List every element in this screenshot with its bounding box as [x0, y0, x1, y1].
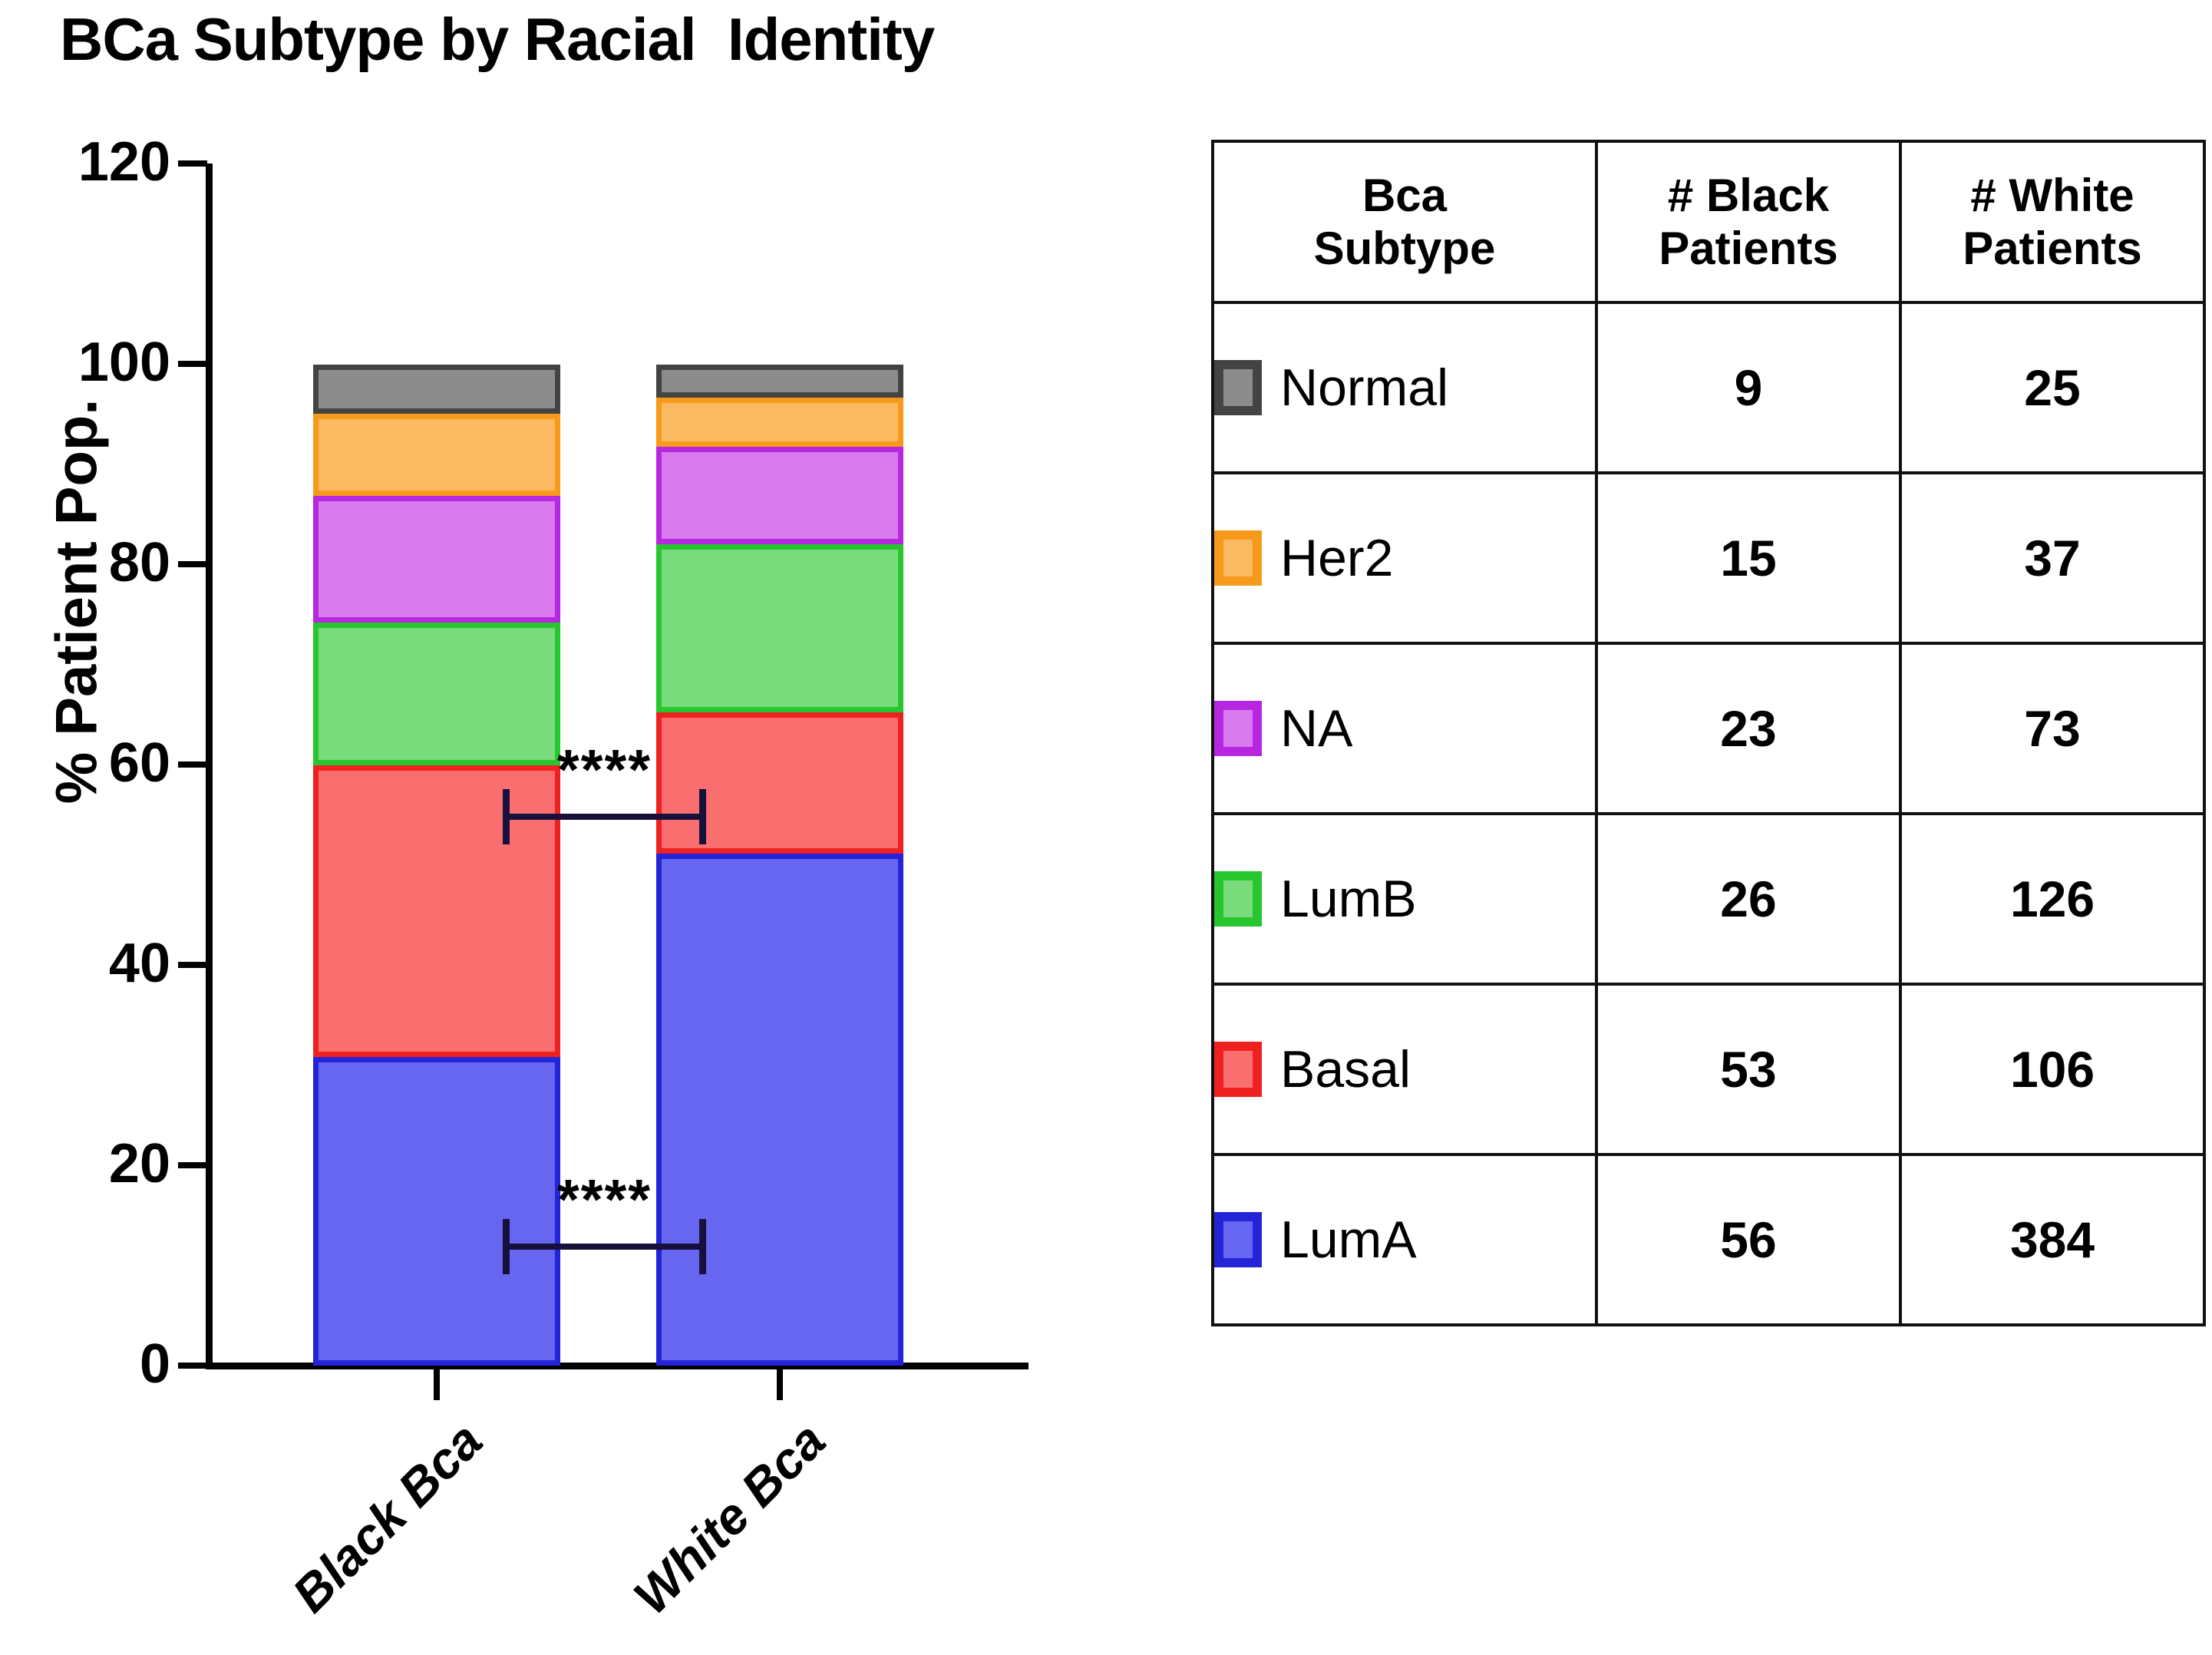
- legend-swatch-lumb-icon: [1214, 871, 1262, 927]
- bar-segment-na: [313, 496, 560, 623]
- cell-white-count: 126: [1899, 812, 2206, 986]
- y-tick-100: [178, 361, 207, 367]
- cell-subtype: LumA: [1211, 1153, 1598, 1326]
- cell-black-count: 23: [1595, 642, 1902, 815]
- bar-segment-lumb: [656, 543, 903, 713]
- y-axis-tick-labels: 0 20 40 60 80 100 120: [0, 0, 170, 1655]
- header-subtype-line1: Bca: [1362, 170, 1448, 221]
- header-white-patients: # White Patients: [1899, 140, 2206, 304]
- bar-segment-luma: [656, 854, 903, 1366]
- y-tick-label-80: 80: [108, 532, 170, 593]
- page-title: BCa Subtype by Racial Identity: [60, 5, 935, 73]
- bar-segment-lumb: [313, 622, 560, 766]
- y-tick-0: [178, 1363, 207, 1369]
- cell-white-count: 106: [1899, 983, 2206, 1156]
- y-tick-label-60: 60: [108, 732, 170, 794]
- legend-swatch-na-icon: [1214, 701, 1262, 756]
- cell-black-count: 56: [1595, 1153, 1902, 1326]
- bar-black-bca: [313, 0, 560, 1655]
- subtype-label: Normal: [1280, 358, 1449, 417]
- legend-swatch-luma-icon: [1214, 1212, 1262, 1267]
- subtype-label: Her2: [1280, 529, 1394, 587]
- header-black-line2: Patients: [1659, 223, 1838, 274]
- header-white-line1: # White: [1970, 170, 2134, 221]
- y-axis-line: [206, 164, 213, 1369]
- cell-subtype: LumB: [1211, 812, 1598, 986]
- header-white-line2: Patients: [1963, 223, 2142, 274]
- cell-white-count: 73: [1899, 642, 2206, 815]
- y-tick-120: [178, 160, 207, 167]
- bar-white-bca: [656, 0, 903, 1655]
- bar-segment-normal: [313, 365, 560, 415]
- cell-white-count: 25: [1899, 301, 2206, 474]
- cell-black-count: 26: [1595, 812, 1902, 986]
- bar-segment-her2: [656, 398, 903, 448]
- y-tick-label-120: 120: [78, 131, 170, 193]
- y-tick-label-20: 20: [108, 1133, 170, 1194]
- subtype-label: NA: [1280, 699, 1353, 758]
- cell-black-count: 53: [1595, 983, 1902, 1156]
- bracket-cap-right: [699, 1219, 706, 1274]
- significance-bracket-lower: [503, 1219, 706, 1274]
- cell-white-count: 384: [1899, 1153, 2206, 1326]
- subtype-counts-table: Bca Subtype # Black Patients # White Pat…: [1211, 140, 2206, 1326]
- y-tick-label-0: 0: [139, 1333, 170, 1395]
- cell-subtype: Her2: [1211, 471, 1598, 645]
- subtype-label: Basal: [1280, 1040, 1411, 1098]
- significance-stars-upper: ****: [556, 738, 652, 801]
- bar-segment-luma: [313, 1057, 560, 1366]
- bar-segment-na: [656, 447, 903, 544]
- cell-black-count: 15: [1595, 471, 1902, 645]
- y-tick-label-100: 100: [78, 332, 170, 393]
- y-tick-60: [178, 761, 207, 768]
- cell-subtype: Normal: [1211, 301, 1598, 474]
- bar-segment-normal: [656, 365, 903, 398]
- legend-swatch-basal-icon: [1214, 1042, 1262, 1097]
- significance-stars-lower: ****: [556, 1168, 652, 1231]
- significance-bracket-upper: [503, 789, 706, 844]
- bracket-line: [503, 814, 706, 820]
- header-black-patients: # Black Patients: [1595, 140, 1902, 304]
- bracket-line: [503, 1244, 706, 1250]
- y-tick-80: [178, 561, 207, 567]
- y-tick-20: [178, 1162, 207, 1168]
- y-tick-label-40: 40: [108, 933, 170, 994]
- header-subtype: Bca Subtype: [1211, 140, 1598, 304]
- cell-subtype: Basal: [1211, 983, 1598, 1156]
- table-header-row: Bca Subtype # Black Patients # White Pat…: [1211, 140, 2206, 304]
- x-axis-line: [206, 1363, 1028, 1369]
- y-axis-title: % Patient Pop.: [44, 398, 110, 804]
- bar-segment-her2: [313, 414, 560, 497]
- bracket-cap-right: [699, 789, 706, 844]
- subtype-label: LumB: [1280, 870, 1417, 928]
- header-black-line1: # Black: [1667, 170, 1830, 221]
- cell-white-count: 37: [1899, 471, 2206, 645]
- x-tick-0: [434, 1369, 440, 1400]
- cell-subtype: NA: [1211, 642, 1598, 815]
- y-tick-40: [178, 962, 207, 968]
- legend-swatch-normal-icon: [1214, 360, 1262, 415]
- cell-black-count: 9: [1595, 301, 1902, 474]
- header-subtype-line2: Subtype: [1313, 223, 1496, 274]
- legend-swatch-her2-icon: [1214, 530, 1262, 586]
- subtype-label: LumA: [1280, 1211, 1417, 1269]
- bar-segment-basal: [656, 712, 903, 854]
- x-tick-1: [777, 1369, 783, 1400]
